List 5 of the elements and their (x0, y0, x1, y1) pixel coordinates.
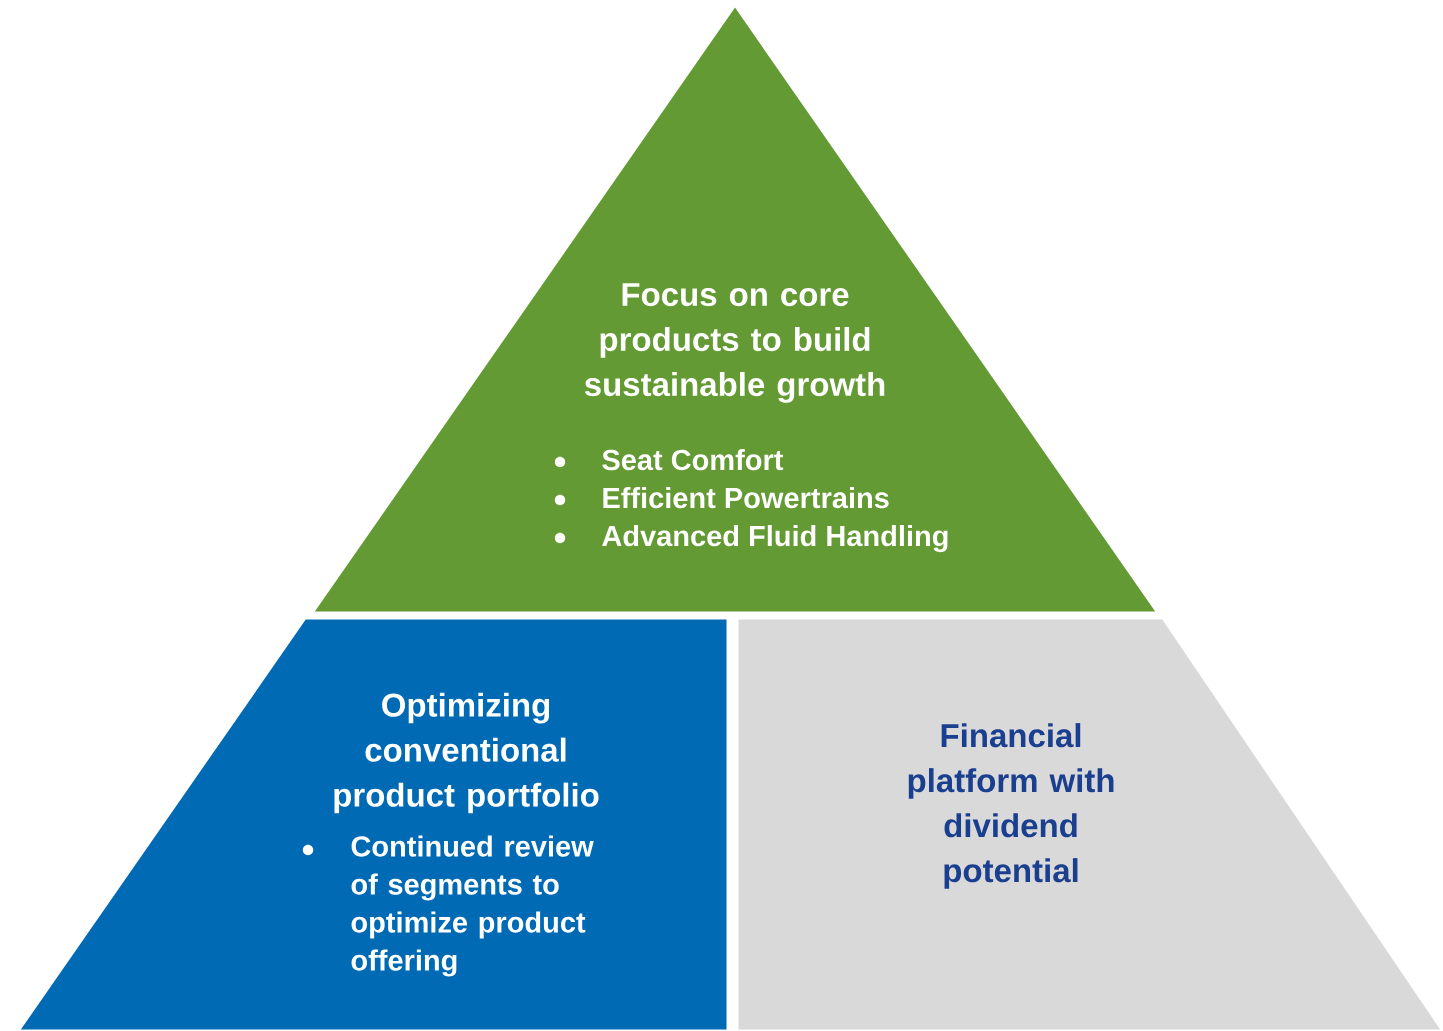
pyramid-section: Financial platform with dividend potential (735, 616, 1443, 1031)
bullet-text: Continued review of segments to optimize product offering (351, 835, 594, 977)
bullet-text: Efficient Powertrains (603, 487, 889, 509)
bullet-text: Seat Comfort (602, 449, 784, 471)
bullet-text: Advanced Fluid Handling (602, 525, 948, 553)
